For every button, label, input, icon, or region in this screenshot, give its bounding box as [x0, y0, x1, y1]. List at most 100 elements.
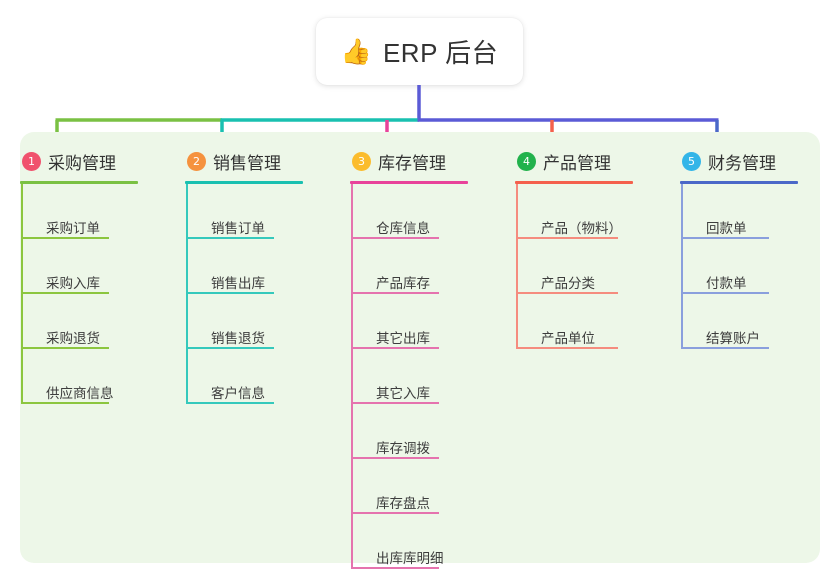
column-items: 采购订单采购入库采购退货供应商信息 — [20, 184, 138, 404]
list-item[interactable]: 其它出库 — [350, 294, 468, 349]
list-item[interactable]: 产品单位 — [515, 294, 633, 349]
list-item-label: 销售订单 — [211, 220, 265, 236]
column-items: 仓库信息产品库存其它出库其它入库库存调拨库存盘点出库库明细 — [350, 184, 468, 569]
list-item[interactable]: 销售出库 — [185, 239, 303, 294]
list-item[interactable]: 产品库存 — [350, 239, 468, 294]
list-item-label: 产品单位 — [541, 330, 595, 346]
list-item-underline — [516, 292, 618, 294]
list-item[interactable]: 客户信息 — [185, 349, 303, 404]
column-3: 3 库存管理仓库信息产品库存其它出库其它入库库存调拨库存盘点出库库明细 — [350, 146, 468, 569]
root-node-label: ERP 后台 — [382, 38, 499, 68]
column-title: 销售管理 — [213, 153, 281, 173]
list-item[interactable]: 销售退货 — [185, 294, 303, 349]
list-item[interactable]: 出库库明细 — [350, 514, 468, 569]
list-item-underline — [21, 292, 109, 294]
list-item[interactable]: 库存调拨 — [350, 404, 468, 459]
list-item-label: 付款单 — [706, 275, 747, 291]
list-item-label: 客户信息 — [211, 385, 265, 401]
column-items: 销售订单销售出库销售退货客户信息 — [185, 184, 303, 404]
list-item[interactable]: 采购订单 — [20, 184, 138, 239]
column-header-5[interactable]: 5 财务管理 — [680, 146, 798, 176]
column-spine — [21, 184, 23, 404]
list-item[interactable]: 付款单 — [680, 239, 798, 294]
column-number-badge: 3 — [352, 151, 371, 171]
list-item[interactable]: 产品（物料） — [515, 184, 633, 239]
list-item-underline — [351, 567, 439, 569]
column-title: 产品管理 — [543, 153, 611, 173]
column-number-badge: 1 — [22, 151, 41, 171]
list-item-label: 库存盘点 — [376, 495, 430, 511]
list-item-underline — [516, 347, 618, 349]
mindmap-card: 1 采购管理采购订单采购入库采购退货供应商信息 2 销售管理销售订单销售出库销售退货客… — [20, 132, 820, 569]
list-item-label: 采购入库 — [46, 275, 100, 291]
list-item[interactable]: 产品分类 — [515, 239, 633, 294]
column-spine — [681, 184, 683, 349]
column-header-2[interactable]: 2 销售管理 — [185, 146, 303, 176]
list-item-label: 产品库存 — [376, 275, 430, 291]
column-underline — [185, 181, 303, 184]
list-item-label: 产品（物料） — [541, 220, 622, 236]
list-item[interactable]: 供应商信息 — [20, 349, 138, 404]
list-item-label: 销售退货 — [211, 330, 265, 346]
list-item-underline — [351, 457, 439, 459]
column-1: 1 采购管理采购订单采购入库采购退货供应商信息 — [20, 146, 138, 404]
list-item[interactable]: 采购退货 — [20, 294, 138, 349]
list-item-underline — [351, 292, 439, 294]
column-underline — [20, 181, 138, 184]
column-4: 4 产品管理产品（物料） 产品分类产品单位 — [515, 146, 633, 349]
list-item-underline — [351, 402, 439, 404]
column-spine — [186, 184, 188, 404]
list-item-underline — [186, 237, 274, 239]
list-item-label: 库存调拨 — [376, 440, 430, 456]
list-item-underline — [516, 237, 618, 239]
list-item[interactable]: 仓库信息 — [350, 184, 468, 239]
list-item-label: 回款单 — [706, 220, 747, 236]
column-title: 采购管理 — [48, 153, 116, 173]
list-item[interactable]: 其它入库 — [350, 349, 468, 404]
list-item-underline — [351, 347, 439, 349]
column-header-1[interactable]: 1 采购管理 — [20, 146, 138, 176]
column-spine — [351, 184, 353, 569]
list-item-underline — [681, 237, 769, 239]
column-5: 5 财务管理回款单付款单结算账户 — [680, 146, 798, 349]
list-item-label: 产品分类 — [541, 275, 595, 291]
column-2: 2 销售管理销售订单销售出库销售退货客户信息 — [185, 146, 303, 404]
list-item[interactable]: 库存盘点 — [350, 459, 468, 514]
list-item-underline — [186, 292, 274, 294]
column-number-badge: 5 — [682, 151, 701, 171]
list-item[interactable]: 采购入库 — [20, 239, 138, 294]
column-number-badge: 4 — [517, 151, 536, 171]
list-item-underline — [21, 347, 109, 349]
list-item-label: 采购订单 — [46, 220, 100, 236]
list-item-underline — [681, 347, 769, 349]
column-header-3[interactable]: 3 库存管理 — [350, 146, 468, 176]
list-item-label: 销售出库 — [211, 275, 265, 291]
list-item-underline — [351, 237, 439, 239]
list-item-label: 出库库明细 — [376, 550, 444, 566]
column-items: 回款单付款单结算账户 — [680, 184, 798, 349]
list-item-label: 仓库信息 — [376, 220, 430, 236]
list-item-underline — [186, 402, 274, 404]
root-node-content: 👍 ERP 后台 — [341, 33, 498, 70]
column-title: 库存管理 — [378, 153, 446, 173]
root-node-erp-backend[interactable]: 👍 ERP 后台 — [316, 18, 523, 85]
list-item-underline — [21, 237, 109, 239]
list-item[interactable]: 回款单 — [680, 184, 798, 239]
list-item-underline — [21, 402, 109, 404]
list-item-label: 其它入库 — [376, 385, 430, 401]
thumbs-up-icon: 👍 — [340, 37, 372, 66]
list-item-label: 采购退货 — [46, 330, 100, 346]
column-underline — [680, 181, 798, 184]
column-title: 财务管理 — [708, 153, 776, 173]
column-underline — [350, 181, 468, 184]
list-item-label: 其它出库 — [376, 330, 430, 346]
column-header-4[interactable]: 4 产品管理 — [515, 146, 633, 176]
list-item[interactable]: 销售订单 — [185, 184, 303, 239]
list-item[interactable]: 结算账户 — [680, 294, 798, 349]
list-item-underline — [186, 347, 274, 349]
list-item-label: 供应商信息 — [46, 385, 114, 401]
column-underline — [515, 181, 633, 184]
list-item-underline — [351, 512, 439, 514]
list-item-label: 结算账户 — [706, 330, 760, 346]
column-number-badge: 2 — [187, 151, 206, 171]
